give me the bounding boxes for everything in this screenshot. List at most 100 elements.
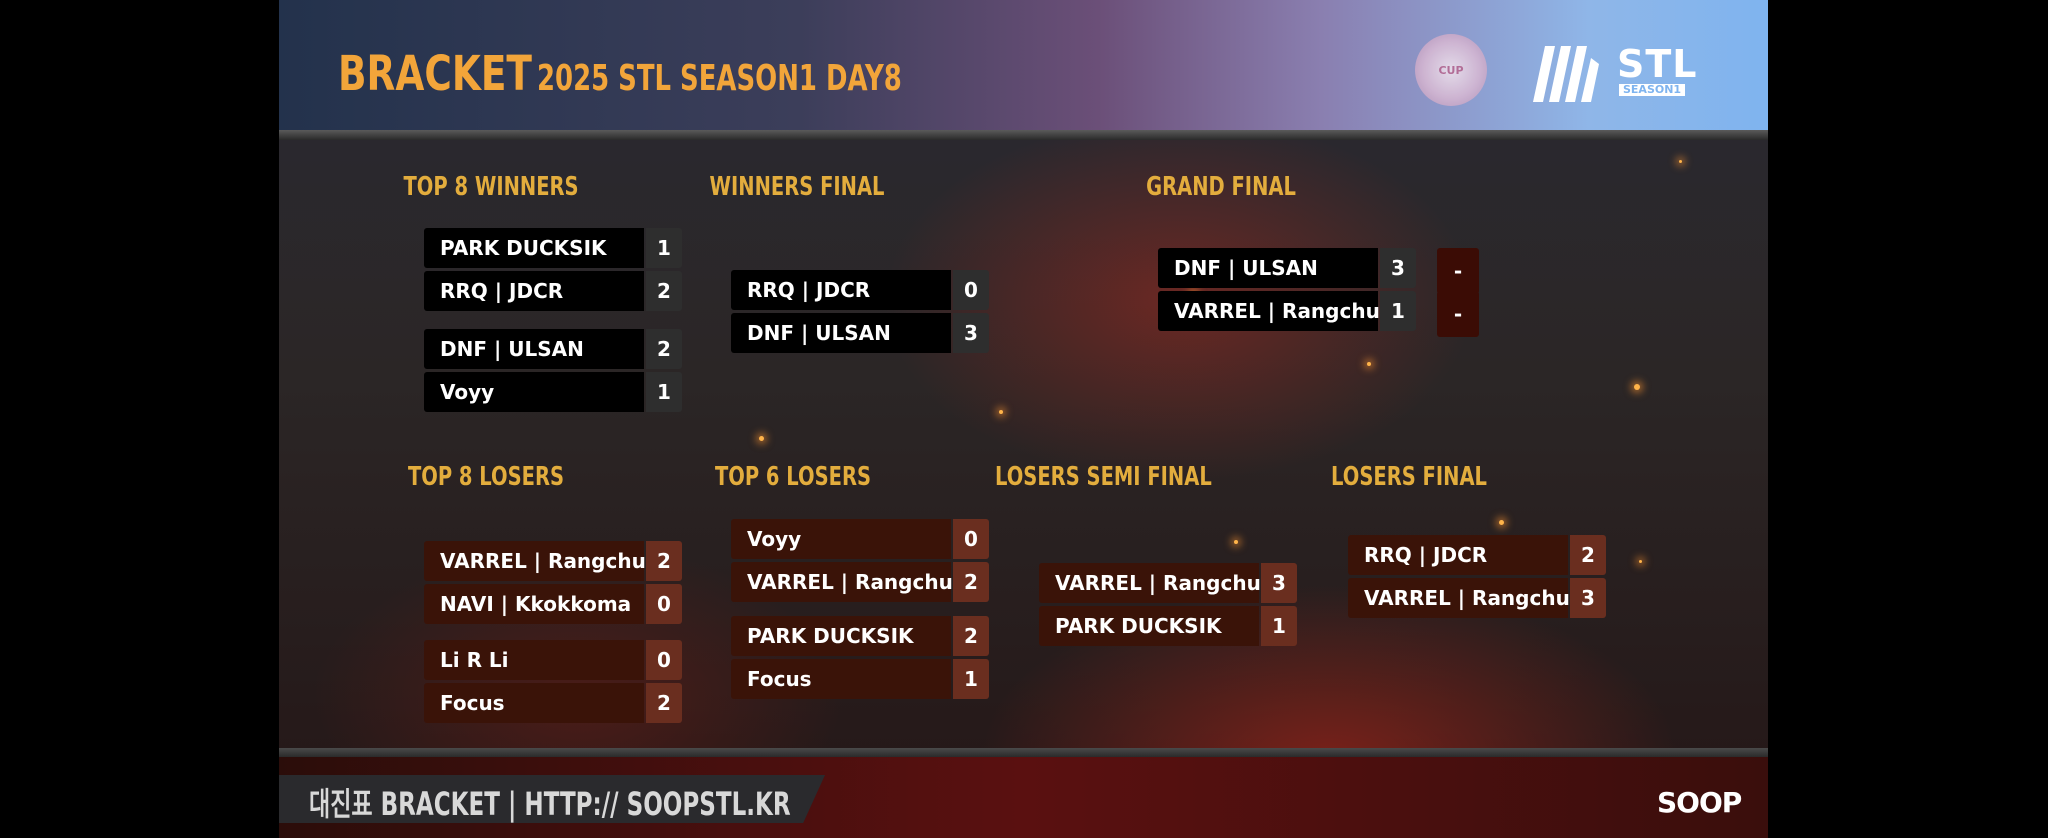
spark — [1367, 362, 1371, 366]
soop-logo: SOOP — [1657, 786, 1742, 819]
grand-final-reset-score: - — [1437, 248, 1479, 294]
player-name: RRQ | JDCR — [1348, 535, 1568, 575]
player-name: RRQ | JDCR — [424, 271, 644, 311]
header — [279, 0, 1768, 134]
player-score: 2 — [1570, 535, 1606, 575]
player-score: 1 — [1380, 291, 1416, 331]
player-name: RRQ | JDCR — [731, 270, 951, 310]
player-score: 2 — [646, 329, 682, 369]
player-score: 3 — [1570, 578, 1606, 618]
player-score: 2 — [953, 616, 989, 656]
stl-brand: STL — [1617, 42, 1698, 86]
player-name: PARK DUCKSIK — [1039, 606, 1259, 646]
player-score: 3 — [1380, 248, 1416, 288]
section-title-losers-final: LOSERS FINAL — [1331, 462, 1487, 492]
player-name: Voyy — [424, 372, 644, 412]
header-divider — [279, 130, 1768, 140]
player-score: 1 — [646, 228, 682, 268]
player-score: 0 — [646, 640, 682, 680]
section-title-top8-winners: TOP 8 WINNERS — [403, 172, 579, 202]
spark — [999, 410, 1003, 414]
spark — [1639, 560, 1642, 563]
player-score: 2 — [646, 271, 682, 311]
page-title: BRACKET — [338, 46, 532, 102]
player-score: 2 — [646, 541, 682, 581]
footer-text: 대진표 BRACKET | HTTP:// SOOPSTL.KR — [309, 785, 791, 823]
player-score: 2 — [953, 562, 989, 602]
player-name: VARREL | Rangchu — [424, 541, 646, 581]
page-subtitle: 2025 STL SEASON1 DAY8 — [537, 58, 902, 99]
player-score: 1 — [1261, 606, 1297, 646]
player-score: 0 — [953, 270, 989, 310]
footer-divider — [279, 748, 1768, 757]
cup-logo-text: CUP — [1438, 63, 1464, 77]
player-score: 3 — [1261, 563, 1297, 603]
player-name: Voyy — [731, 519, 951, 559]
player-name: Focus — [731, 659, 951, 699]
grand-final-reset-score: - — [1437, 291, 1479, 337]
player-score: 0 — [953, 519, 989, 559]
player-score: 0 — [646, 584, 682, 624]
stl-season-badge: SEASON1 — [1619, 84, 1686, 96]
footer-tab — [279, 775, 825, 823]
section-title-top6-losers: TOP 6 LOSERS — [714, 462, 872, 492]
player-score: 2 — [646, 683, 682, 723]
spark — [1234, 540, 1238, 544]
player-name: VARREL | Rangchu — [1348, 578, 1570, 618]
section-title-grand-final: GRAND FINAL — [1146, 172, 1296, 202]
player-name: DNF | ULSAN — [731, 313, 951, 353]
player-name: PARK DUCKSIK — [424, 228, 644, 268]
spark — [759, 436, 764, 441]
section-title-top8-losers: TOP 8 LOSERS — [407, 462, 565, 492]
stl-logo-icon — [1533, 46, 1599, 102]
player-name: VARREL | Rangchu — [731, 562, 953, 602]
spark — [1499, 520, 1504, 525]
player-name: DNF | ULSAN — [1158, 248, 1378, 288]
player-name: NAVI | Kkokkoma — [424, 584, 644, 624]
player-name: VARREL | Rangchu — [1039, 563, 1261, 603]
spark — [1634, 384, 1640, 390]
section-title-winners-final: WINNERS FINAL — [709, 172, 885, 202]
section-title-losers-semi: LOSERS SEMI FINAL — [995, 462, 1212, 492]
bracket-stage: BRACKET 2025 STL SEASON1 DAY8 CUP STL SE… — [279, 0, 1768, 838]
player-name: Li R Li — [424, 640, 644, 680]
player-score: 3 — [953, 313, 989, 353]
player-name: PARK DUCKSIK — [731, 616, 951, 656]
player-score: 1 — [953, 659, 989, 699]
player-name: DNF | ULSAN — [424, 329, 644, 369]
player-name: VARREL | Rangchu — [1158, 291, 1380, 331]
cup-logo: CUP — [1415, 34, 1487, 106]
spark — [1679, 160, 1682, 163]
player-score: 1 — [646, 372, 682, 412]
